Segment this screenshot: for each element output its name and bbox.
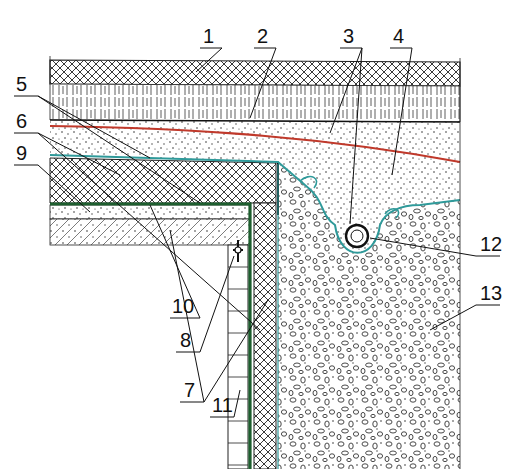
screed-layer	[50, 205, 250, 219]
separating-line	[50, 120, 460, 122]
callout-number: 1	[203, 26, 214, 46]
membrane-vertical	[277, 164, 278, 469]
brick-joint	[228, 267, 248, 268]
gravel-drain	[278, 162, 460, 469]
anchor-head	[235, 247, 241, 253]
membrane-fold	[300, 177, 399, 218]
callout-number: 11	[212, 395, 233, 415]
drain-pipe	[346, 225, 368, 247]
waterproof-membrane	[50, 204, 250, 469]
callout-number: 3	[343, 26, 354, 46]
drain-pipe-inner	[351, 230, 363, 242]
brick-joint	[228, 333, 248, 334]
brick-joint	[228, 289, 248, 290]
callout-number: 8	[180, 330, 191, 350]
brick-joints	[228, 267, 248, 465]
callout-number: 6	[16, 111, 27, 131]
leader-lines	[14, 48, 500, 417]
roof-insulation	[50, 158, 276, 203]
paving-layer	[50, 84, 460, 122]
brick-joint	[228, 355, 248, 356]
masonry-wall	[228, 245, 248, 469]
callout-number: 10	[172, 296, 194, 316]
brick-joint	[228, 377, 248, 378]
callout-number: 5	[16, 74, 27, 94]
callout-number: 2	[257, 26, 268, 46]
brick-joint	[228, 421, 248, 422]
callout-number: 9	[16, 143, 27, 163]
callout-number: 7	[184, 380, 195, 400]
brick-joint	[228, 443, 248, 444]
callout-number: 13	[480, 283, 502, 303]
top-layer	[50, 60, 460, 86]
wall-insulation	[254, 203, 276, 469]
callout-number: 12	[480, 234, 502, 254]
brick-joint	[228, 465, 248, 466]
drainage-membrane	[50, 155, 460, 253]
anchor-bolt	[233, 240, 243, 262]
callout-number: 4	[393, 26, 404, 46]
section-edge	[50, 56, 460, 469]
